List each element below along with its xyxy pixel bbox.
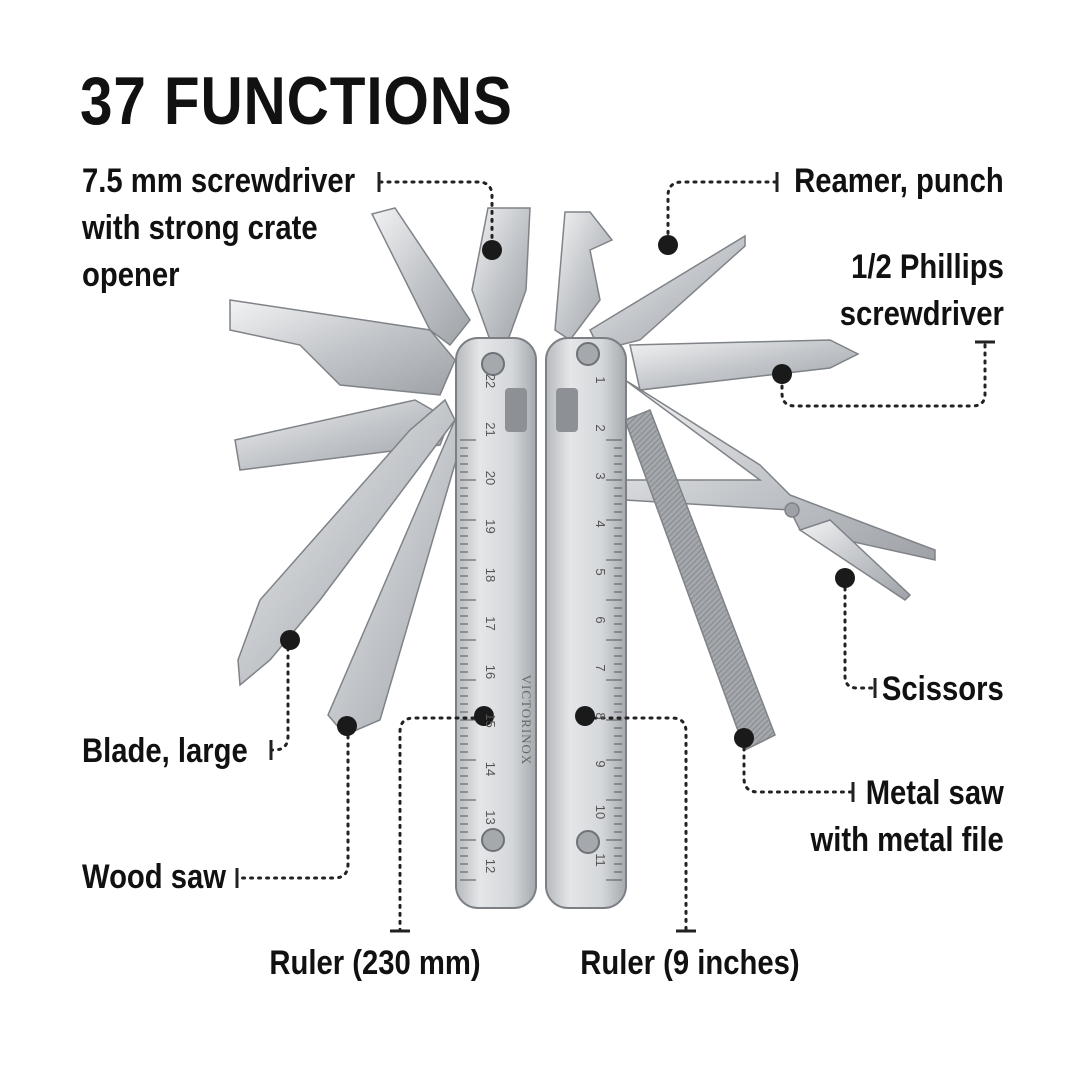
small-screwdriver-tool [370,207,471,347]
large-screwdriver-tool [471,207,531,341]
ruler-mm-number: 21 [483,422,498,436]
label-reamer: Reamer, punch [794,162,1004,200]
ruler-mm-number: 12 [483,859,498,873]
label-screwdriver-line3: opener [82,256,180,294]
dot-ruler-mm [474,706,494,726]
ruler-in-numbers: 1 2 3 4 5 6 7 8 9 10 11 [593,376,608,866]
handles [455,337,627,909]
ruler-in-number: 6 [593,616,608,623]
metal-file-tool [624,409,776,752]
ruler-in-number: 3 [593,472,608,479]
label-metal-saw: Metal saw with metal file [811,770,1004,864]
dot-blade [280,630,300,650]
label-screwdriver: 7.5 mm screwdriver with strong crate ope… [82,158,355,299]
tool-blades [229,207,936,752]
crate-opener-tool [229,299,456,396]
large-blade-tool [237,398,456,687]
ruler-mm-number: 17 [483,616,498,630]
ruler-in-number: 5 [593,568,608,575]
label-metal-saw-line2: with metal file [810,821,1004,859]
dot-wood-saw [337,716,357,736]
dot-ruler-in [575,706,595,726]
ruler-in-number: 10 [593,805,608,819]
ruler-in-number: 7 [593,664,608,671]
phillips-tool [629,339,860,391]
label-scissors: Scissors [882,670,1004,708]
leader-lines [236,180,987,932]
label-phillips-line1: 1/2 Phillips [851,248,1004,286]
label-ruler-in: Ruler (9 inches) [580,944,800,982]
ruler-mm-number: 18 [483,568,498,582]
dot-scissors [835,568,855,588]
label-metal-saw-line1: Metal saw [865,774,1004,812]
ruler-mm-number: 13 [483,810,498,824]
leader-end-ticks [235,172,995,933]
label-wood-saw: Wood saw [82,858,227,896]
ruler-mm-number: 20 [483,471,498,485]
label-screwdriver-line2: with strong crate [82,209,318,247]
label-screwdriver-line1: 7.5 mm screwdriver [82,162,356,200]
page-title: 37 FUNCTIONS [80,63,513,139]
dot-screwdriver [482,240,502,260]
ruler-mm-number: 16 [483,665,498,679]
ruler-in-number: 8 [593,712,608,719]
ruler-in-number: 1 [593,376,608,383]
ruler-mm-number: 19 [483,519,498,533]
ruler-mm-number: 15 [483,713,498,727]
label-phillips: 1/2 Phillips screwdriver [840,244,1004,338]
label-blade: Blade, large [82,732,248,770]
callout-dots [280,235,855,748]
ruler-in-number: 9 [593,760,608,767]
label-phillips-line2: screwdriver [839,295,1004,333]
can-opener-tool [554,211,614,342]
ruler-mm-number: 22 [483,374,498,388]
label-ruler-mm: Ruler (230 mm) [269,944,481,982]
dot-phillips [772,364,792,384]
dot-metal-saw [734,728,754,748]
ruler-in-number: 4 [593,520,608,527]
ruler-in-number: 11 [593,853,608,867]
ruler-mm-number: 14 [483,762,498,776]
dot-reamer [658,235,678,255]
ruler-in-number: 2 [593,424,608,431]
brand-engraving: VICTORINOX [519,675,534,766]
ruler-mm-numbers: 12 13 14 15 16 17 18 19 20 21 22 [483,374,498,873]
